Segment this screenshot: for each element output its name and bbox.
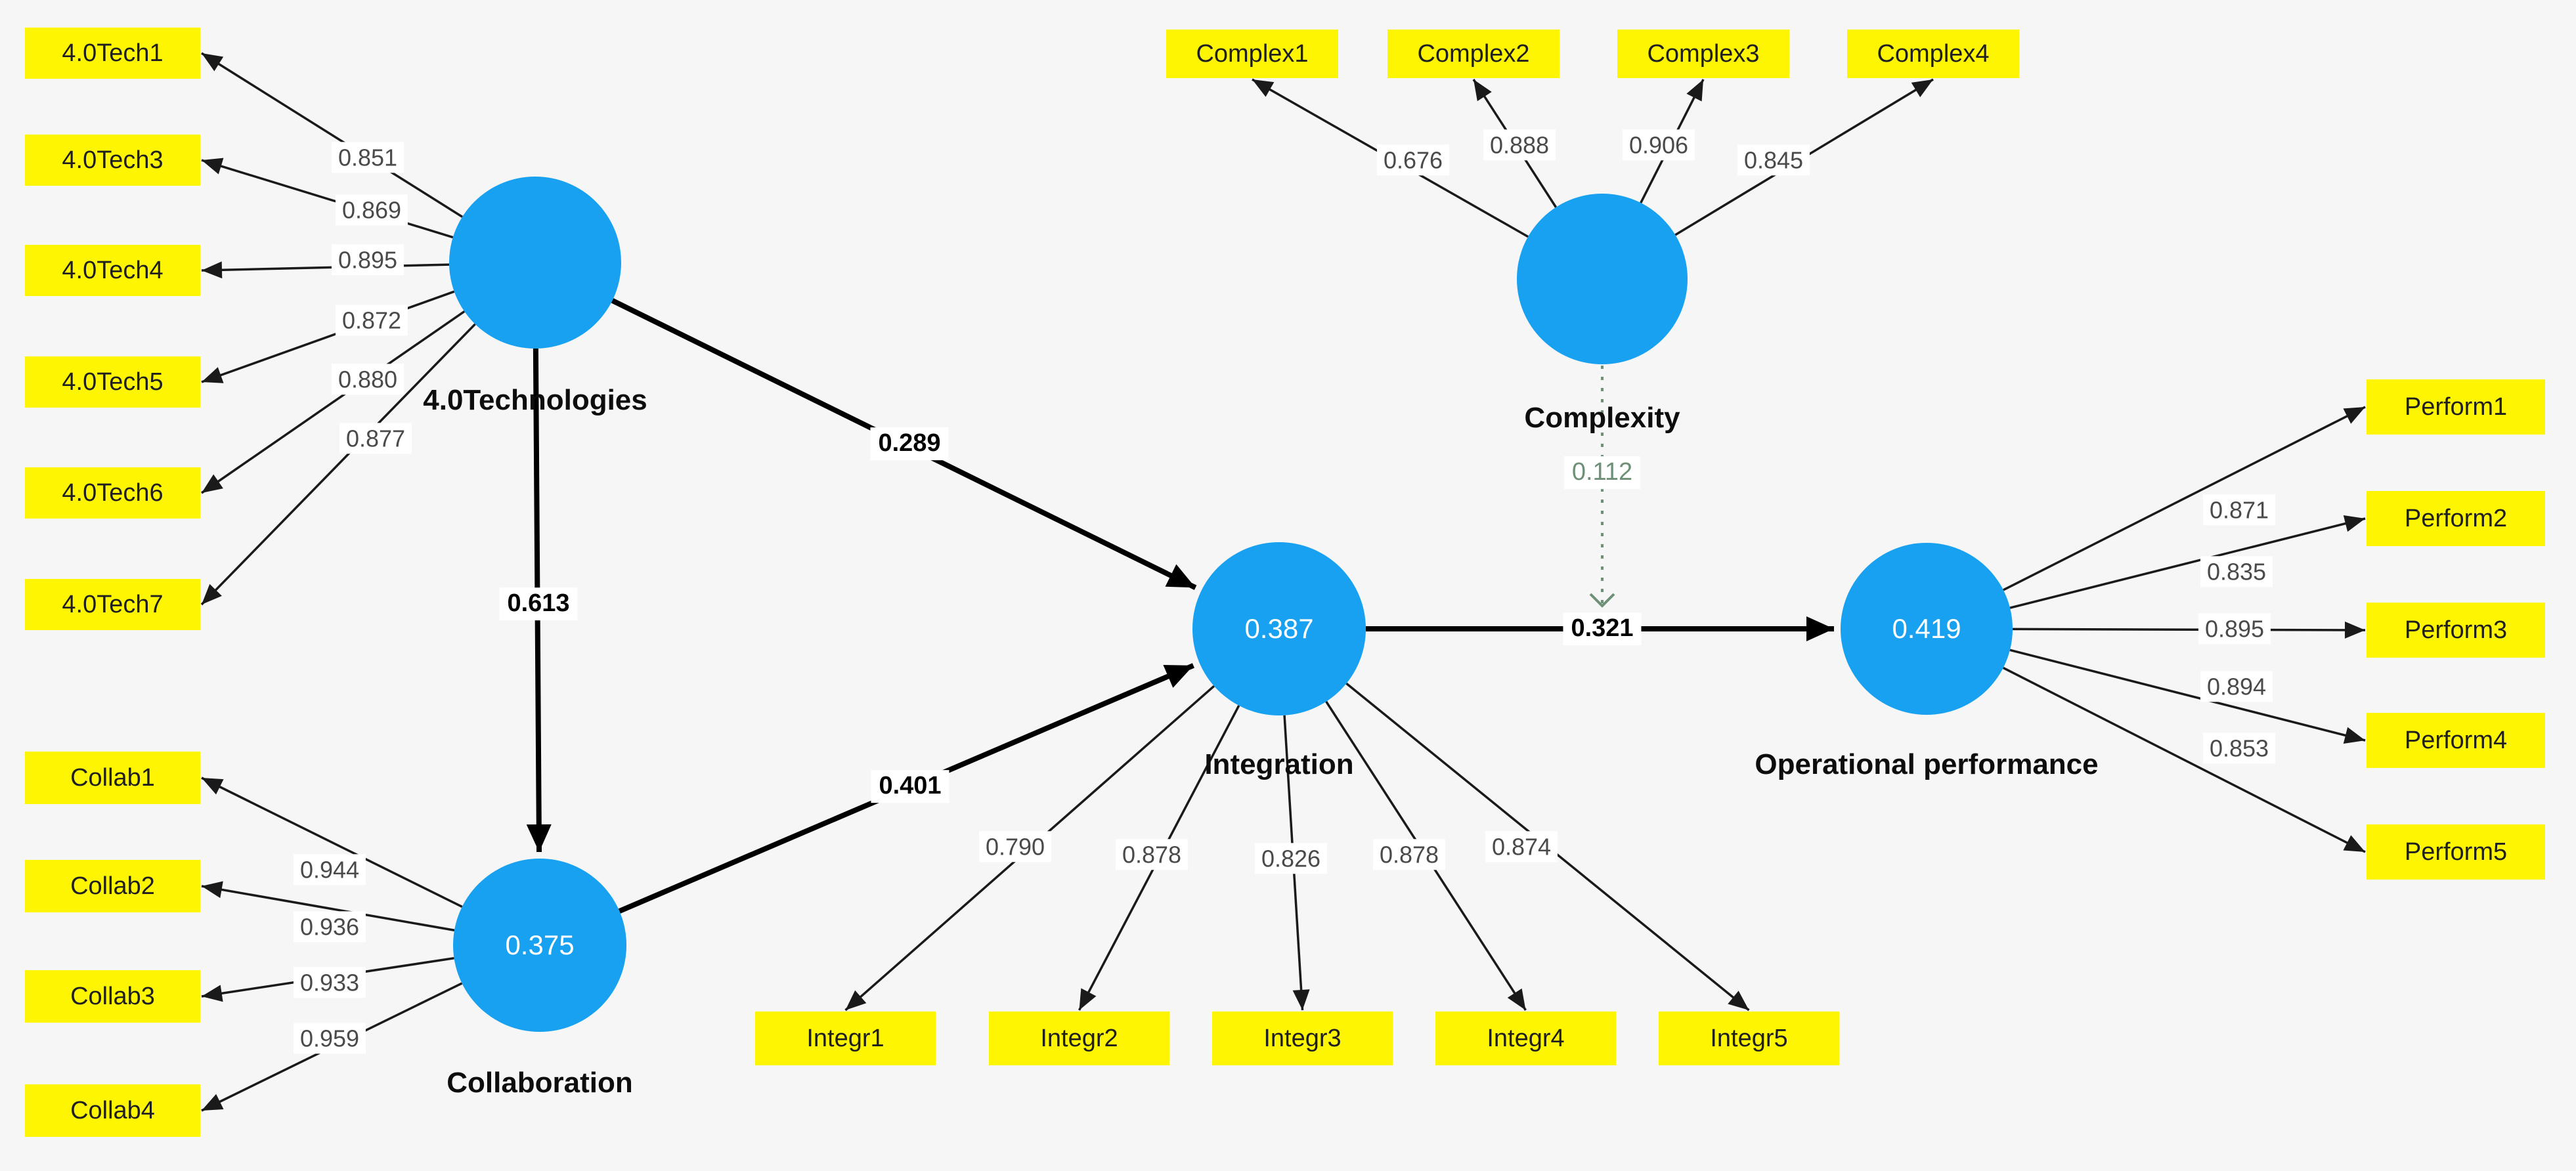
latent-value-collaboration: 0.375 bbox=[505, 929, 575, 960]
indicator-box-complex4[interactable]: Complex4 bbox=[1847, 30, 2019, 78]
loading-line-tech7 bbox=[200, 323, 476, 606]
loading-label-perform2: 0.835 bbox=[2200, 556, 2273, 587]
indicator-box-perform1[interactable]: Perform1 bbox=[2367, 379, 2545, 435]
latent-circle-complexity[interactable] bbox=[1517, 194, 1688, 364]
path-coefficient-collaboration-to-integration: 0.401 bbox=[871, 770, 950, 803]
loading-label-collab4: 0.959 bbox=[293, 1023, 366, 1054]
path-coefficient-tech-to-collaboration: 0.613 bbox=[499, 587, 578, 620]
loading-label-integr5: 0.874 bbox=[1485, 831, 1558, 862]
loading-label-integr4: 0.878 bbox=[1372, 839, 1446, 870]
loading-line-perform1 bbox=[2003, 406, 2366, 591]
indicator-box-collab2[interactable]: Collab2 bbox=[25, 860, 200, 912]
latent-circle-integration[interactable] bbox=[1192, 542, 1366, 715]
loading-label-tech4: 0.895 bbox=[331, 244, 404, 276]
indicator-box-integr4[interactable]: Integr4 bbox=[1435, 1011, 1616, 1065]
latent-circle-collaboration[interactable] bbox=[453, 859, 626, 1032]
loading-label-tech3: 0.869 bbox=[335, 194, 408, 226]
loading-label-collab1: 0.944 bbox=[293, 854, 366, 885]
loading-label-collab2: 0.936 bbox=[293, 911, 366, 943]
latent-circle-operational[interactable] bbox=[1841, 543, 2013, 715]
indicator-box-collab1[interactable]: Collab1 bbox=[25, 752, 200, 804]
loading-line-tech3 bbox=[201, 158, 454, 239]
loading-line-tech1 bbox=[201, 52, 463, 218]
loading-label-collab3: 0.933 bbox=[293, 967, 366, 998]
indicator-box-tech3[interactable]: 4.0Tech3 bbox=[25, 135, 200, 186]
loading-label-tech1: 0.851 bbox=[331, 142, 404, 173]
loading-line-perform2 bbox=[2009, 515, 2366, 609]
moderation-coefficient: 0.112 bbox=[1563, 456, 1641, 489]
latent-circle-tech[interactable] bbox=[449, 177, 621, 349]
loading-label-integr1: 0.790 bbox=[978, 831, 1052, 862]
loading-label-perform5: 0.853 bbox=[2202, 733, 2276, 764]
indicator-box-perform4[interactable]: Perform4 bbox=[2367, 713, 2545, 768]
loading-label-complex4: 0.845 bbox=[1737, 144, 1810, 176]
latent-label-integration: Integration bbox=[1204, 748, 1354, 780]
indicator-box-integr1[interactable]: Integr1 bbox=[755, 1011, 936, 1065]
path-coefficient-tech-to-integration: 0.289 bbox=[870, 427, 949, 460]
indicator-box-integr3[interactable]: Integr3 bbox=[1212, 1011, 1393, 1065]
loading-label-complex1: 0.676 bbox=[1376, 144, 1450, 176]
loading-line-perform3 bbox=[2012, 621, 2366, 639]
indicator-box-perform5[interactable]: Perform5 bbox=[2367, 824, 2545, 880]
latent-label-complexity: Complexity bbox=[1524, 402, 1680, 434]
latent-label-tech: 4.0Technologies bbox=[423, 384, 647, 416]
indicator-box-complex2[interactable]: Complex2 bbox=[1387, 30, 1560, 78]
indicator-box-complex3[interactable]: Complex3 bbox=[1617, 30, 1789, 78]
indicator-box-collab4[interactable]: Collab4 bbox=[25, 1084, 200, 1137]
loading-line-collab1 bbox=[201, 777, 463, 908]
indicator-box-tech4[interactable]: 4.0Tech4 bbox=[25, 245, 200, 296]
loading-label-tech6: 0.880 bbox=[331, 364, 404, 395]
indicator-box-perform2[interactable]: Perform2 bbox=[2367, 491, 2545, 546]
loading-line-tech4 bbox=[201, 261, 450, 279]
path-coefficient-integration-to-operational: 0.321 bbox=[1563, 612, 1642, 645]
loading-line-tech5 bbox=[201, 290, 455, 383]
indicator-box-collab3[interactable]: Collab3 bbox=[25, 970, 200, 1023]
latent-label-collaboration: Collaboration bbox=[447, 1067, 633, 1099]
indicator-box-tech7[interactable]: 4.0Tech7 bbox=[25, 579, 200, 630]
indicator-box-integr5[interactable]: Integr5 bbox=[1659, 1011, 1839, 1065]
loading-label-complex3: 0.906 bbox=[1622, 129, 1695, 161]
loading-label-integr2: 0.878 bbox=[1115, 839, 1189, 870]
loading-label-perform3: 0.895 bbox=[2198, 613, 2271, 645]
loading-line-perform5 bbox=[2002, 666, 2366, 853]
indicator-box-integr2[interactable]: Integr2 bbox=[989, 1011, 1169, 1065]
latent-label-operational: Operational performance bbox=[1755, 748, 2099, 780]
loading-label-tech5: 0.872 bbox=[335, 305, 408, 336]
loading-line-perform4 bbox=[2009, 649, 2366, 744]
loading-label-complex2: 0.888 bbox=[1483, 129, 1556, 161]
loading-label-perform1: 0.871 bbox=[2202, 494, 2276, 526]
loading-label-tech7: 0.877 bbox=[339, 423, 412, 454]
loading-label-perform4: 0.894 bbox=[2200, 671, 2273, 702]
loading-line-tech6 bbox=[201, 310, 466, 494]
indicator-box-tech5[interactable]: 4.0Tech5 bbox=[25, 356, 200, 408]
indicator-box-tech1[interactable]: 4.0Tech1 bbox=[25, 28, 200, 79]
latent-value-integration: 0.387 bbox=[1244, 613, 1314, 644]
loading-label-integr3: 0.826 bbox=[1254, 843, 1328, 874]
loading-line-collab2 bbox=[201, 881, 455, 932]
indicator-box-complex1[interactable]: Complex1 bbox=[1166, 30, 1338, 78]
latent-value-operational: 0.419 bbox=[1892, 613, 1961, 644]
indicator-box-tech6[interactable]: 4.0Tech6 bbox=[25, 467, 200, 519]
indicator-box-perform3[interactable]: Perform3 bbox=[2367, 603, 2545, 658]
